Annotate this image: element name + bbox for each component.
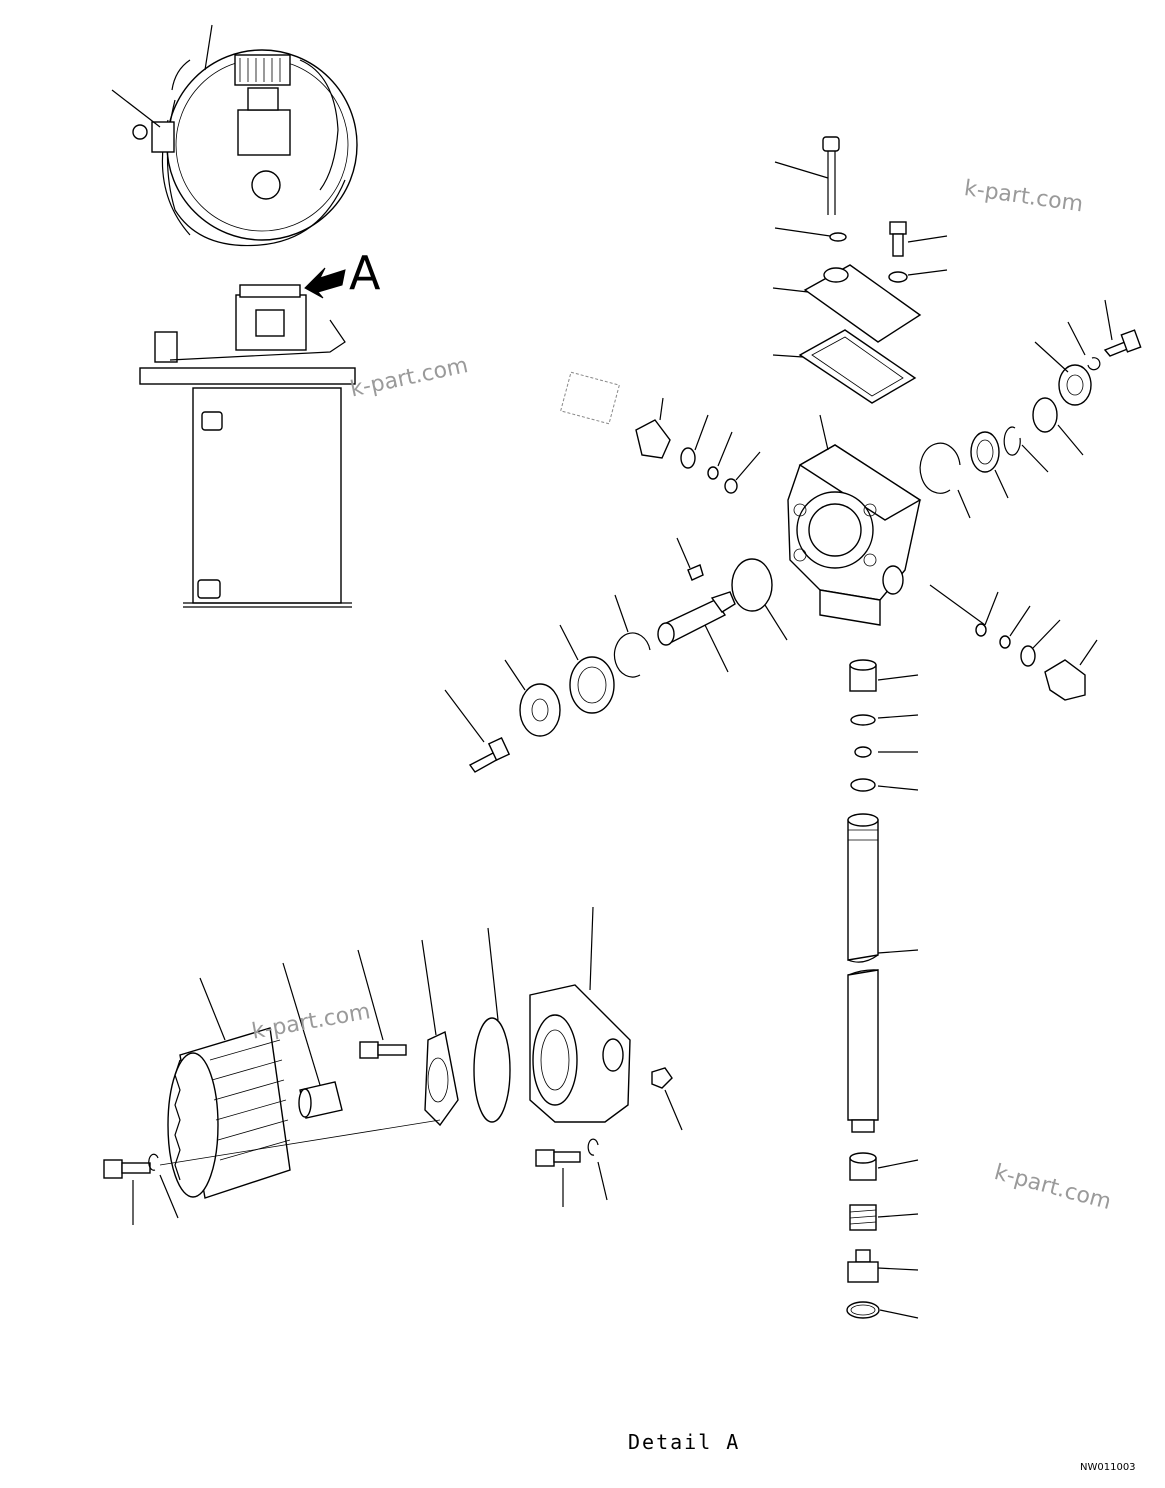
suction-pipe: [847, 813, 919, 1133]
bolt: [535, 1149, 581, 1207]
coupling: [282, 962, 343, 1119]
washer: [888, 271, 908, 283]
bushing: [849, 1152, 919, 1181]
view-label: A: [349, 246, 381, 300]
o-ring: [850, 778, 876, 792]
key: [676, 537, 704, 581]
filter-element: [560, 371, 620, 425]
gasket: [772, 329, 917, 404]
valve-plug: [847, 1249, 919, 1283]
pump-housing: [787, 414, 922, 626]
snap-ring: [613, 594, 651, 678]
motor-body: [167, 977, 291, 1199]
lock-ring: [1067, 321, 1101, 371]
view-arrow-icon: [304, 267, 346, 299]
lock-washer: [587, 1138, 608, 1201]
assembly-side-view: [139, 284, 356, 608]
o-ring: [731, 558, 773, 612]
lock-washer: [148, 1153, 179, 1219]
drive-shaft: [657, 591, 736, 673]
snap-ring: [919, 442, 971, 519]
bearing: [559, 624, 615, 714]
o-ring: [1020, 645, 1036, 667]
cover-bolt: [1103, 299, 1142, 357]
nut: [651, 1067, 683, 1131]
o-ring: [707, 466, 719, 480]
dipstick: [774, 136, 840, 215]
o-ring: [846, 1301, 919, 1319]
assembly-top-view: [111, 24, 358, 247]
o-ring: [999, 635, 1011, 649]
o-ring: [473, 927, 511, 1123]
bearing: [970, 431, 1009, 499]
plug: [635, 397, 671, 459]
spring: [849, 1204, 919, 1231]
gear-plate: [421, 939, 459, 1127]
bushing: [849, 659, 919, 692]
drawing-number: NW011003: [1080, 1462, 1136, 1473]
spacer: [504, 659, 561, 737]
o-ring: [1032, 397, 1058, 433]
o-ring: [680, 447, 696, 469]
washer: [724, 478, 738, 494]
bearing-cover: [1034, 341, 1092, 406]
o-ring: [850, 714, 876, 726]
bolt: [444, 689, 511, 773]
bolt: [357, 949, 407, 1059]
drain-plug: [1044, 639, 1098, 701]
cover-bolt: [889, 221, 948, 257]
bolt: [103, 1159, 151, 1225]
top-cover: [772, 264, 922, 343]
pump-cover: [529, 906, 631, 1123]
snap-ring: [1003, 426, 1049, 473]
washer: [854, 746, 872, 758]
o-ring: [829, 232, 847, 242]
detail-caption: Detail A: [628, 1430, 741, 1454]
washer: [975, 623, 987, 637]
